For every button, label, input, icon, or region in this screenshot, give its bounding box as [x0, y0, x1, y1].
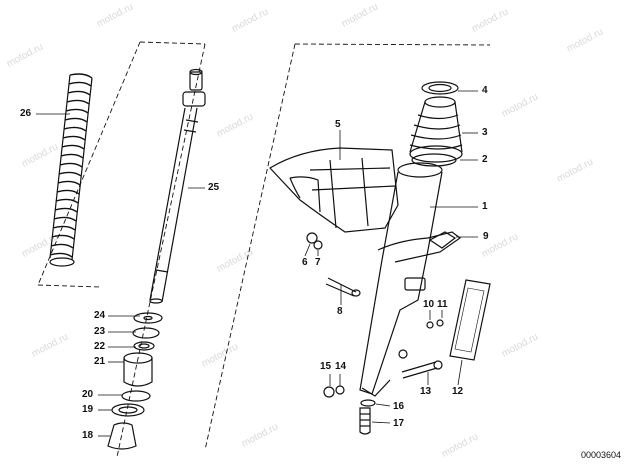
- part-label-25: 25: [208, 182, 220, 193]
- part-label-12: 12: [452, 386, 464, 397]
- dust-boot-parts: [409, 81, 463, 167]
- part-label-2: 2: [482, 154, 488, 165]
- spring-part-26: [49, 73, 93, 267]
- part-label-4: 4: [482, 85, 488, 96]
- part-label-17: 17: [393, 418, 405, 429]
- part-label-5: 5: [335, 119, 341, 130]
- bolt-part-8: [325, 277, 361, 297]
- small-parts-stack: [107, 312, 163, 450]
- bolt-part-13: [401, 360, 443, 379]
- part-label-11: 11: [437, 299, 448, 310]
- part-label-7: 7: [315, 257, 321, 268]
- part-label-18: 18: [82, 430, 94, 441]
- part-label-23: 23: [94, 326, 106, 337]
- part-label-10: 10: [423, 299, 435, 310]
- part-label-26: 26: [20, 108, 32, 119]
- catalog-number: 00003604: [580, 450, 621, 460]
- part-label-21: 21: [94, 356, 106, 367]
- damper-rod-part-25: [149, 68, 206, 304]
- part-label-9: 9: [483, 231, 489, 242]
- part-label-13: 13: [420, 386, 432, 397]
- part-label-8: 8: [337, 306, 343, 317]
- fork-cover-part-5: [269, 147, 399, 233]
- part-label-19: 19: [82, 404, 94, 415]
- part-label-16: 16: [393, 401, 405, 412]
- right-group-frame: [204, 43, 491, 451]
- part-label-15: 15: [320, 361, 332, 372]
- nut-parts: [306, 231, 457, 407]
- part-label-22: 22: [94, 341, 106, 352]
- part-label-20: 20: [82, 389, 94, 400]
- reflector-part-12: [449, 279, 491, 361]
- part-label-6: 6: [302, 257, 308, 268]
- fork-slider-part-1: [359, 162, 462, 397]
- bolt-part-17: [359, 407, 371, 435]
- part-label-3: 3: [482, 127, 488, 138]
- part-label-1: 1: [482, 201, 488, 212]
- leader-lines: [36, 90, 478, 437]
- part-label-24: 24: [94, 310, 106, 321]
- part-label-14: 14: [335, 361, 347, 372]
